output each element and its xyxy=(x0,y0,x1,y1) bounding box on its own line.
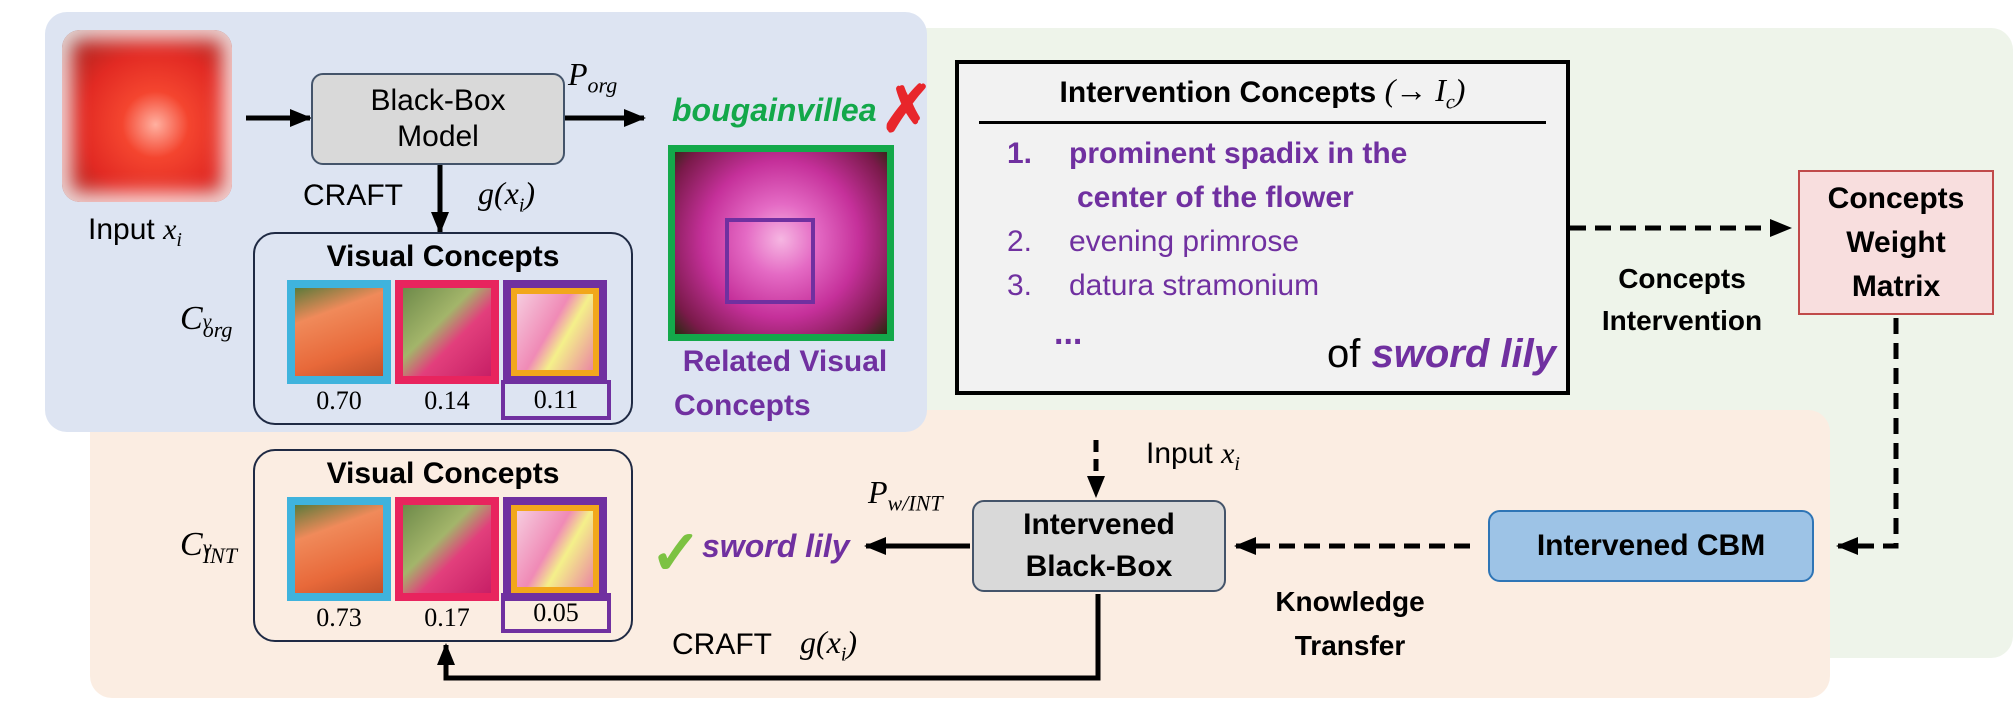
intervention-item-1: 1.prominent spadix in the center of the … xyxy=(1007,137,1408,214)
prediction-top-cross-icon: ✗ xyxy=(880,73,934,145)
prediction-top-label: bougainvillea xyxy=(672,92,877,128)
concepts-intervention-line-2: Intervention xyxy=(1601,305,1763,336)
visual-concepts-bottom-title: Visual Concepts xyxy=(326,457,560,490)
blackbox-model: Black-Box Model xyxy=(311,73,565,165)
craft-label-bottom: CRAFT xyxy=(672,628,772,661)
intervention-concepts-box: Intervention Concepts (→ Ic) 1.prominent… xyxy=(955,60,1570,395)
craft-g-bottom: g(xi) xyxy=(800,624,858,666)
score-top-1: 0.70 xyxy=(316,386,362,415)
input-label: Input xi xyxy=(88,213,182,252)
intervened-blackbox-line-1: Intervened xyxy=(1023,508,1175,541)
arrow-matrix-to-cbm xyxy=(1836,318,1899,555)
intervention-title-rule xyxy=(979,121,1546,124)
input-label-text: Input xyxy=(88,213,155,246)
knowledge-transfer-line-1: Knowledge xyxy=(1275,586,1425,617)
concept-thumb-1-bottom xyxy=(287,497,391,601)
score-top-2: 0.14 xyxy=(424,386,470,415)
concepts-weight-matrix: Concepts Weight Matrix xyxy=(1798,170,1994,315)
related-line-1: Related Visual xyxy=(682,345,888,378)
weight-matrix-line-1: Concepts xyxy=(1827,181,1965,215)
prediction-bottom-check-icon: ✓ xyxy=(650,519,702,588)
intervened-cbm: Intervened CBM xyxy=(1488,510,1814,582)
intervened-cbm-label: Intervened CBM xyxy=(1536,529,1766,562)
score-top-3: 0.11 xyxy=(501,380,611,420)
concept-thumb-2-bottom xyxy=(395,497,499,601)
concepts-intervention-label: Concepts Intervention xyxy=(1582,258,1782,342)
input-flower-image xyxy=(62,30,232,202)
intervention-of-sword-lily: of sword lily xyxy=(1327,332,1556,376)
visual-concepts-top-title: Visual Concepts xyxy=(326,240,560,273)
related-visual-concepts-label: Related Visual Concepts xyxy=(650,340,920,428)
score-bottom-1: 0.73 xyxy=(316,603,362,632)
score-bottom-3: 0.05 xyxy=(501,593,611,633)
intervened-blackbox-line-2: Black-Box xyxy=(1025,550,1173,583)
blackbox-title-2: Model xyxy=(397,120,479,153)
knowledge-transfer-line-2: Transfer xyxy=(1294,630,1406,661)
weight-matrix-line-3: Matrix xyxy=(1851,269,1941,303)
weight-matrix-line-2: Weight xyxy=(1846,225,1946,259)
bougainvillea-highlight-box xyxy=(725,218,815,304)
intervention-item-2: 2.evening primrose xyxy=(1007,225,1300,258)
blackbox-output-label: Porg xyxy=(568,56,618,98)
intervention-item-3: 3.datura stramonium xyxy=(1007,269,1320,302)
blackbox-title-1: Black-Box xyxy=(370,84,506,117)
intervention-ellipsis: ... xyxy=(1054,314,1083,352)
visual-concepts-bottom-panel: Visual Concepts 0.73 0.17 0.05 xyxy=(253,449,633,642)
knowledge-transfer-label: Knowledge Transfer xyxy=(1250,580,1450,668)
craft-g-top: g(xi) xyxy=(478,175,536,217)
concepts-intervention-line-1: Concepts xyxy=(1618,263,1746,294)
intervention-title: Intervention Concepts (→ Ic) xyxy=(1059,72,1466,114)
bougainvillea-image xyxy=(668,145,894,341)
related-line-2: Concepts xyxy=(674,389,811,422)
concept-thumb-3-top xyxy=(503,280,607,384)
concept-thumb-2-top xyxy=(395,280,499,384)
intervened-input-label: Input xi xyxy=(1146,437,1240,475)
intervened-output-label: Pw/INT xyxy=(868,474,943,516)
score-bottom-2: 0.17 xyxy=(424,603,470,632)
concept-thumb-1-top xyxy=(287,280,391,384)
intervened-blackbox: Intervened Black-Box xyxy=(972,500,1226,592)
arrow-intervened-to-craft xyxy=(437,594,1101,681)
craft-label-top: CRAFT xyxy=(303,179,403,212)
concept-thumb-3-bottom xyxy=(503,497,607,601)
visual-concepts-top-panel: Visual Concepts 0.70 0.14 0.11 xyxy=(253,232,633,425)
input-var: xi xyxy=(163,213,182,251)
prediction-bottom-label: sword lily xyxy=(702,528,850,564)
